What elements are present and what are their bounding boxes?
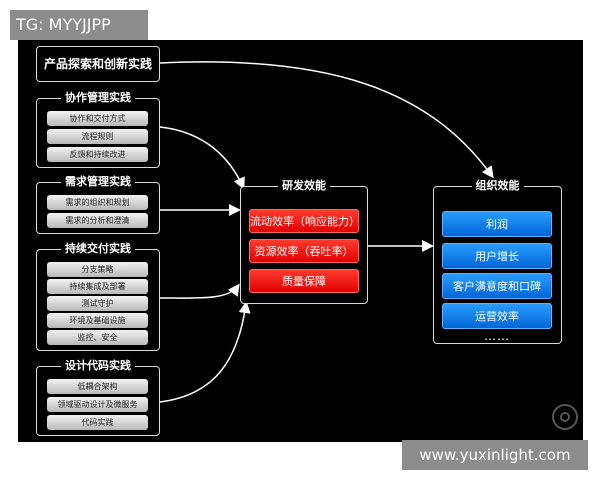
- demand-practice-box: 需求管理实践 需求的组织和规划 需求的分析和澄清: [36, 174, 160, 234]
- org-effectiveness-box: 组织效能 利润 用户增长 客户满意度和口碑 运营效率 ……: [433, 178, 562, 344]
- org-customer-satisfaction: 客户满意度和口碑: [442, 273, 552, 299]
- delivery-item: 环境及基础设施: [47, 313, 148, 328]
- demand-item: 需求的分析和澄清: [47, 213, 148, 228]
- product-exploration-box: 产品探索和创新实践: [36, 46, 160, 82]
- collab-item: 反馈和持续改进: [47, 147, 148, 162]
- collab-item: 协作和交付方式: [47, 111, 148, 126]
- delivery-item: 测试守护: [47, 296, 148, 311]
- rd-flow-efficiency: 流动效率（响应能力）: [249, 209, 360, 233]
- arrow-collab-to-rd: [159, 126, 245, 190]
- org-operating-efficiency: 运营效率: [442, 303, 552, 329]
- design-practice-title: 设计代码实践: [61, 358, 135, 374]
- design-practice-box: 设计代码实践 低耦合架构 领域驱动设计及微服务 代码实践: [36, 358, 160, 436]
- design-item: 低耦合架构: [47, 379, 148, 394]
- collab-practice-box: 协作管理实践 协作和交付方式 流程规则 反馈和持续改进: [36, 90, 160, 168]
- delivery-item: 监控、安全: [47, 330, 148, 345]
- org-more-ellipsis: ……: [484, 329, 510, 343]
- delivery-item: 分支策略: [47, 262, 148, 277]
- design-item: 代码实践: [47, 415, 148, 430]
- product-exploration-label: 产品探索和创新实践: [43, 57, 152, 71]
- demand-item: 需求的组织和规划: [47, 195, 148, 210]
- collab-practice-title: 协作管理实践: [61, 90, 135, 106]
- arrow-design-to-rd: [159, 301, 251, 403]
- org-user-growth: 用户增长: [442, 243, 552, 269]
- watermark-bottom: www.yuxinlight.com: [402, 440, 588, 470]
- org-profit: 利润: [442, 211, 552, 237]
- delivery-item: 持续集成及部署: [47, 279, 148, 294]
- rd-resource-efficiency: 资源效率（吞吐率）: [249, 239, 359, 263]
- org-effectiveness-title: 组织效能: [471, 178, 524, 194]
- watermark-top: TG: MYYJJPP: [10, 10, 148, 40]
- demand-practice-title: 需求管理实践: [61, 174, 135, 190]
- rd-effectiveness-box: 研发效能 流动效率（响应能力） 资源效率（吞吐率） 质量保障: [240, 178, 368, 304]
- delivery-practice-box: 持续交付实践 分支策略 持续集成及部署 测试守护 环境及基础设施 监控、安全: [36, 241, 160, 351]
- rd-effectiveness-title: 研发效能: [278, 178, 330, 194]
- design-item: 领域驱动设计及微服务: [47, 397, 148, 412]
- delivery-practice-title: 持续交付实践: [61, 241, 135, 257]
- rd-quality-assurance: 质量保障: [249, 269, 359, 293]
- collab-item: 流程规则: [47, 129, 148, 144]
- logo-icon: [552, 404, 578, 430]
- arrow-product-to-org: [159, 61, 494, 179]
- arrow-delivery-to-rd: [159, 283, 240, 299]
